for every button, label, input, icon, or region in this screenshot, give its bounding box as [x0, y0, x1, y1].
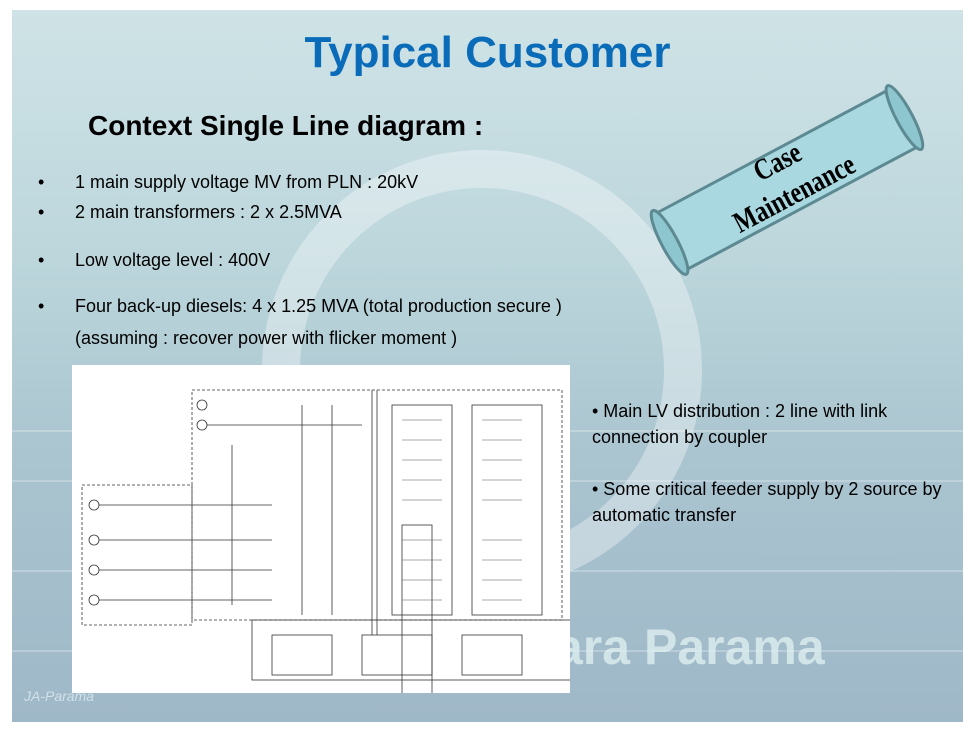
watermark: ara Parama — [555, 619, 825, 675]
note-lv-distribution: • Main LV distribution : 2 line with lin… — [592, 401, 888, 447]
slide: Typical Customer Context Single Line dia… — [12, 10, 963, 722]
bullet-item: •2 main transformers : 2 x 2.5MVA — [38, 202, 342, 222]
bullet-continuation: (assuming : recover power with flicker m… — [75, 328, 458, 348]
bullet-item: •1 main supply voltage MV from PLN : 20k… — [38, 172, 419, 192]
bullet-item: •Four back-up diesels: 4 x 1.25 MVA (tot… — [38, 296, 562, 316]
bullet-item: •Low voltage level : 400V — [38, 250, 271, 270]
note-critical-feeder: • Some critical feeder supply by 2 sourc… — [592, 479, 942, 525]
case-maintenance-banner: Case Maintenance — [640, 77, 934, 284]
diagram-drawing — [81, 389, 573, 696]
single-line-diagram — [72, 365, 573, 696]
slide-subtitle: Context Single Line diagram : — [88, 110, 484, 141]
slide-title: Typical Customer — [304, 28, 671, 77]
scroll-shape — [649, 84, 925, 276]
